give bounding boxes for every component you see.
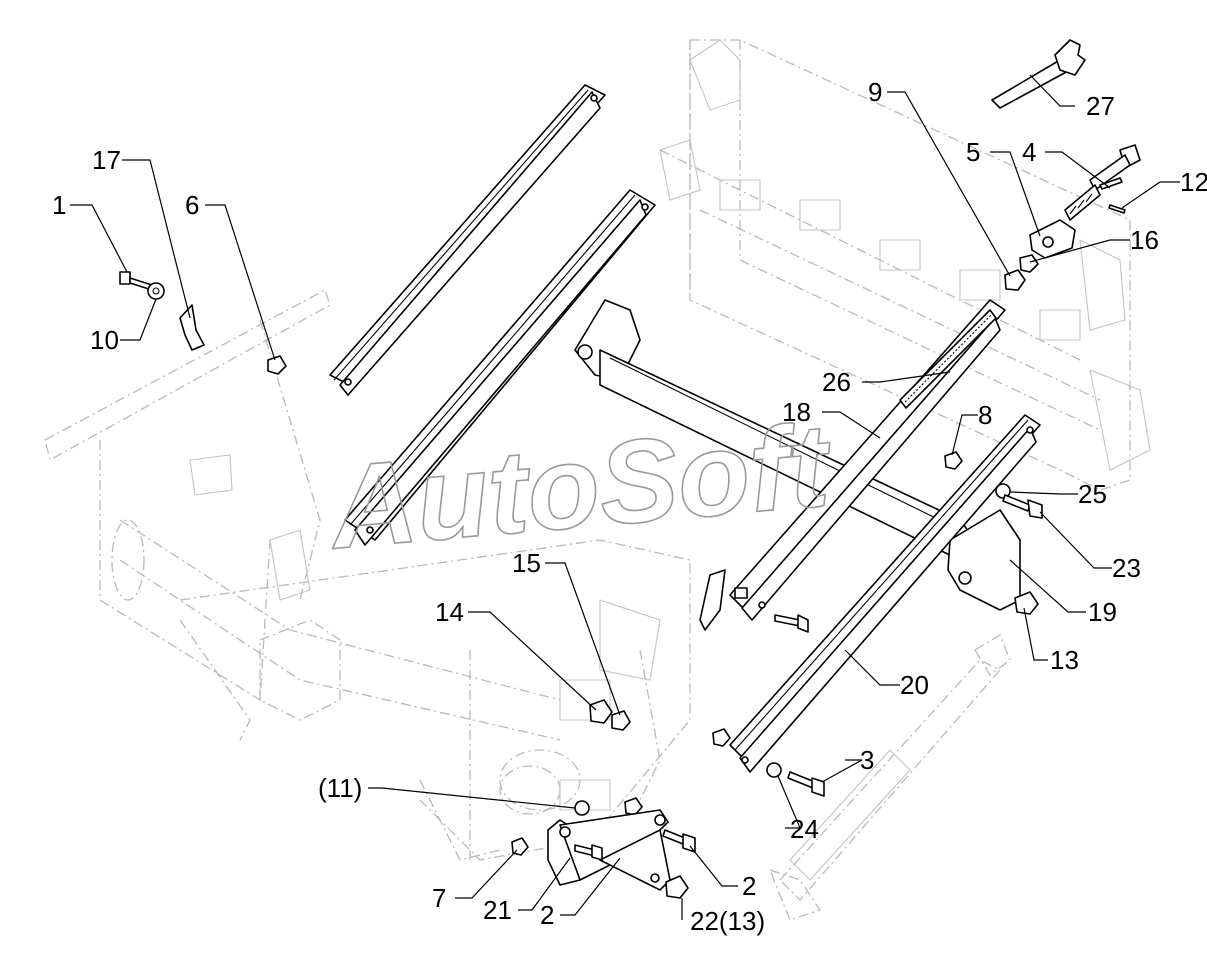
pin-12 xyxy=(1108,204,1126,214)
nut-8 xyxy=(944,451,963,470)
callout-24: 24 xyxy=(790,814,819,844)
rack-rail xyxy=(729,299,1006,621)
callout-10: 10 xyxy=(90,325,119,355)
washer-25 xyxy=(995,483,1011,499)
callout-2-left: 2 xyxy=(540,900,554,930)
callout-12: 12 xyxy=(1180,167,1207,197)
washer-10 xyxy=(147,282,165,300)
clip-17 xyxy=(179,304,205,351)
adjusting-screw xyxy=(1064,144,1141,221)
callout-11: (11) xyxy=(318,773,362,803)
clamp-block xyxy=(1029,219,1076,259)
callout-14: 14 xyxy=(435,597,464,627)
callout-13: 13 xyxy=(1050,645,1079,675)
bolt-23 xyxy=(1002,494,1043,519)
nut-22 xyxy=(665,875,689,899)
callout-19: 19 xyxy=(1088,597,1117,627)
callout-20: 20 xyxy=(900,670,929,700)
callout-1: 1 xyxy=(52,190,66,220)
small-bracket xyxy=(699,569,726,631)
bolt-2-left xyxy=(574,844,603,861)
bolt-2-right xyxy=(662,829,696,853)
callout-26: 26 xyxy=(822,367,851,397)
callout-25: 25 xyxy=(1078,479,1107,509)
rail-center-left xyxy=(344,189,656,546)
callout-21: 21 xyxy=(483,895,512,925)
callout-6: 6 xyxy=(185,190,199,220)
callout-17: 17 xyxy=(92,145,121,175)
rail-lower-right xyxy=(729,414,1041,773)
callout-3: 3 xyxy=(860,745,874,775)
wrench-tool xyxy=(991,39,1086,109)
washer-24 xyxy=(766,762,782,778)
callout-22: 22(13) xyxy=(690,906,765,936)
nut-16 xyxy=(1019,254,1039,273)
callout-5: 5 xyxy=(966,137,980,167)
nut-top xyxy=(624,797,643,816)
bolt-rack xyxy=(774,614,809,633)
watermark: AutoSoft xyxy=(323,399,838,575)
callout-4: 4 xyxy=(1022,137,1036,167)
cross-tube-assembly xyxy=(574,299,1021,611)
callout-8: 8 xyxy=(978,400,992,430)
nut-rail-20 xyxy=(712,728,731,747)
phantom-frame xyxy=(44,39,1151,921)
callout-9: 9 xyxy=(868,77,882,107)
nut-14 xyxy=(589,699,613,724)
nut-13 xyxy=(1014,591,1039,615)
callout-23: 23 xyxy=(1112,553,1141,583)
nut-6 xyxy=(267,355,287,375)
washer-11 xyxy=(574,800,590,816)
callout-16: 16 xyxy=(1130,225,1159,255)
lever-21 xyxy=(547,809,671,891)
callout-27: 27 xyxy=(1086,91,1115,121)
rail-upper-left xyxy=(329,84,606,396)
parts xyxy=(119,39,1141,899)
bolt-3 xyxy=(787,771,825,797)
leader-lines xyxy=(70,74,1180,920)
callout-18: 18 xyxy=(782,397,811,427)
nut-15 xyxy=(611,710,631,731)
callout-7: 7 xyxy=(432,883,446,913)
callout-2-right: 2 xyxy=(742,871,756,901)
callout-15: 15 xyxy=(512,548,541,578)
bolt-1 xyxy=(119,271,153,291)
callouts: 1 10 17 6 9 5 4 12 16 27 26 18 8 25 23 1… xyxy=(52,77,1207,936)
